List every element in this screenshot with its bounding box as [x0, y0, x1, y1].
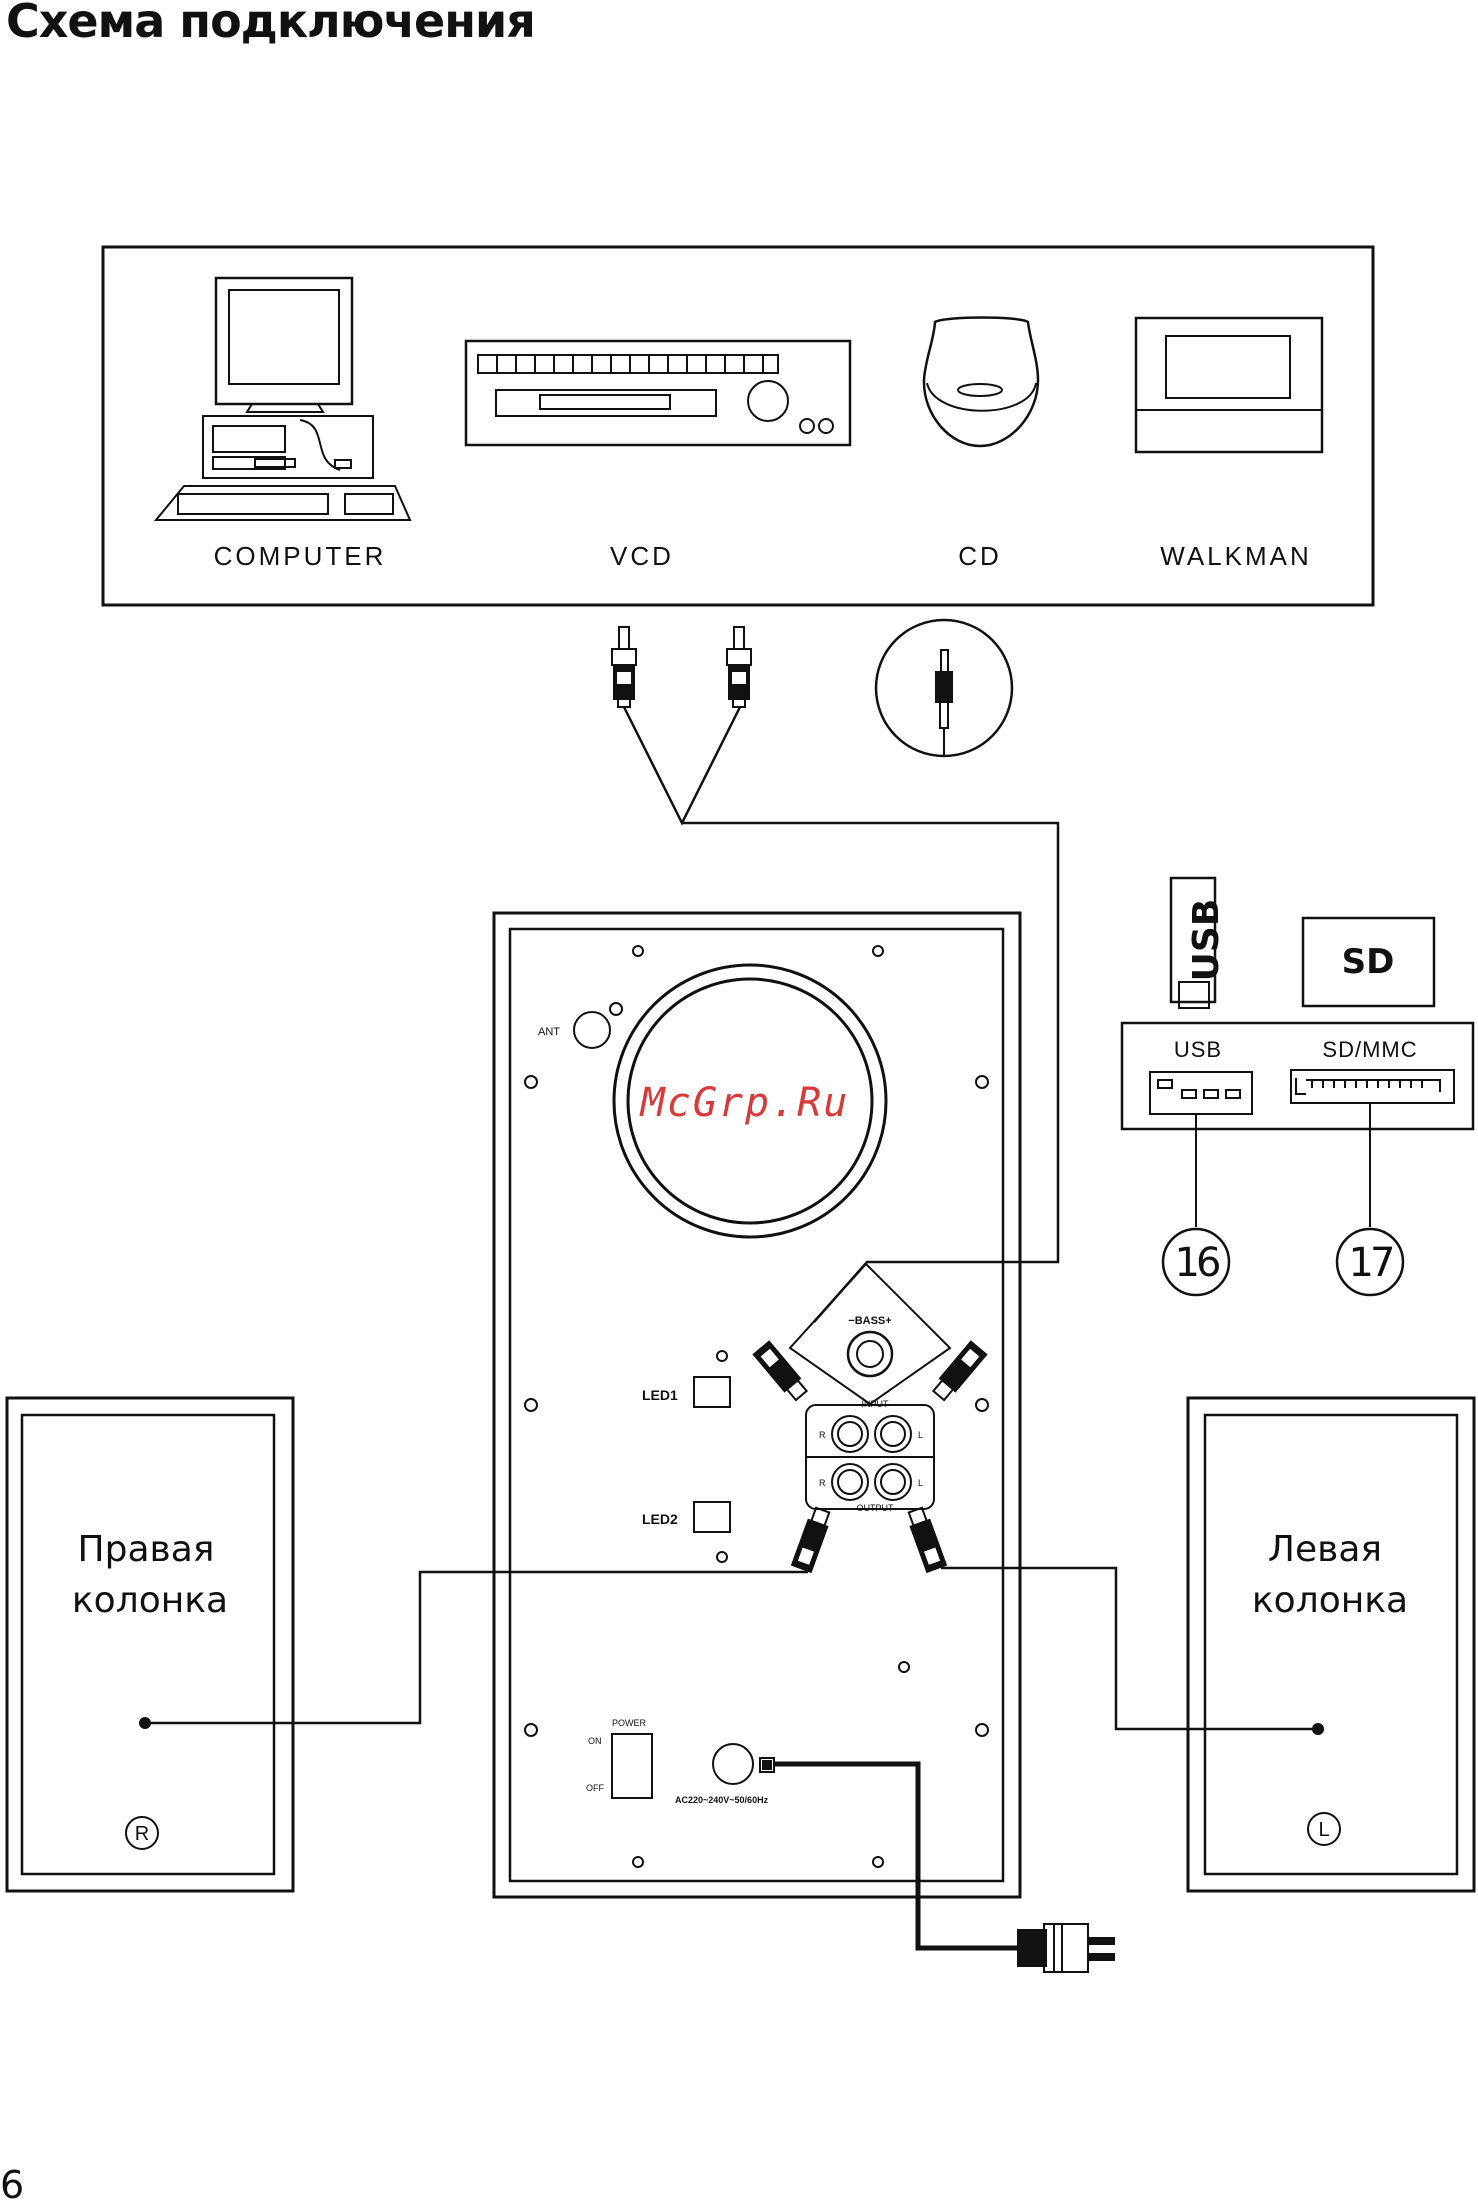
rca-plug-icon [727, 627, 751, 707]
input-rca-plugs [754, 1342, 986, 1402]
right-speaker-mark: R [135, 1823, 149, 1845]
usb-port-label: USB [1174, 1037, 1222, 1062]
output-rca-plugs [792, 1507, 946, 1572]
output-l-label: L [918, 1478, 923, 1488]
cd-label: CD [958, 541, 1002, 571]
right-speaker-wire [145, 1572, 808, 1723]
page-number: 6 [0, 2163, 24, 2207]
mini-jack-circle [876, 620, 1012, 756]
subwoofer-rear-panel [494, 913, 1020, 1897]
led2-label: LED2 [642, 1511, 678, 1527]
computer-label: COMPUTER [214, 541, 387, 571]
left-speaker-mark: L [1318, 1819, 1329, 1841]
power-label: POWER [612, 1718, 647, 1728]
vcd-player-icon [466, 341, 850, 445]
left-speaker [1188, 1398, 1474, 1891]
computer-icon [156, 278, 410, 520]
usb-port-icon [1150, 1072, 1252, 1114]
led2-indicator [694, 1502, 730, 1532]
bass-label: −BASS+ [848, 1315, 891, 1327]
power-plug-icon [1018, 1924, 1114, 1972]
power-switch [612, 1734, 652, 1798]
right-speaker-label-2: колонка [72, 1580, 228, 1621]
right-speaker-label-1: Правая [78, 1529, 215, 1570]
right-speaker [7, 1398, 293, 1891]
sd-slot-icon [1291, 1070, 1454, 1103]
left-speaker-terminal [1312, 1723, 1324, 1735]
input-l-label: L [918, 1430, 923, 1440]
antenna-jack [574, 1012, 610, 1048]
walkman-label: WALKMAN [1160, 541, 1312, 571]
sdmmc-port-label: SD/MMC [1322, 1037, 1417, 1062]
ac-label: AC220~240V~50/60Hz [675, 1795, 769, 1805]
output-label: OUTPUT [857, 1503, 895, 1513]
ant-label: ANT [538, 1026, 560, 1038]
bass-knob [848, 1332, 892, 1376]
watermark: McGrp.Ru [639, 1080, 850, 1126]
right-speaker-terminal [139, 1717, 151, 1729]
rca-plug-icon [612, 627, 636, 707]
input-label: INPUT [862, 1399, 890, 1409]
callout-17-label: 17 [1349, 1240, 1393, 1286]
on-label: ON [588, 1736, 602, 1746]
callout-16-label: 16 [1175, 1240, 1219, 1286]
input-r-label: R [819, 1430, 826, 1440]
sd-card-label: SD [1342, 942, 1395, 982]
output-r-label: R [819, 1478, 826, 1488]
led1-label: LED1 [642, 1387, 678, 1403]
usb-stick-label: USB [1186, 899, 1227, 982]
power-cord [774, 1764, 1018, 1948]
walkman-icon [1136, 318, 1322, 452]
left-speaker-label-1: Левая [1268, 1529, 1382, 1570]
cd-player-icon [924, 318, 1038, 447]
led1-indicator [694, 1377, 730, 1407]
off-label: OFF [586, 1783, 604, 1793]
ac-socket [713, 1744, 753, 1784]
left-speaker-label-2: колонка [1252, 1580, 1408, 1621]
vcd-label: VCD [610, 541, 674, 571]
